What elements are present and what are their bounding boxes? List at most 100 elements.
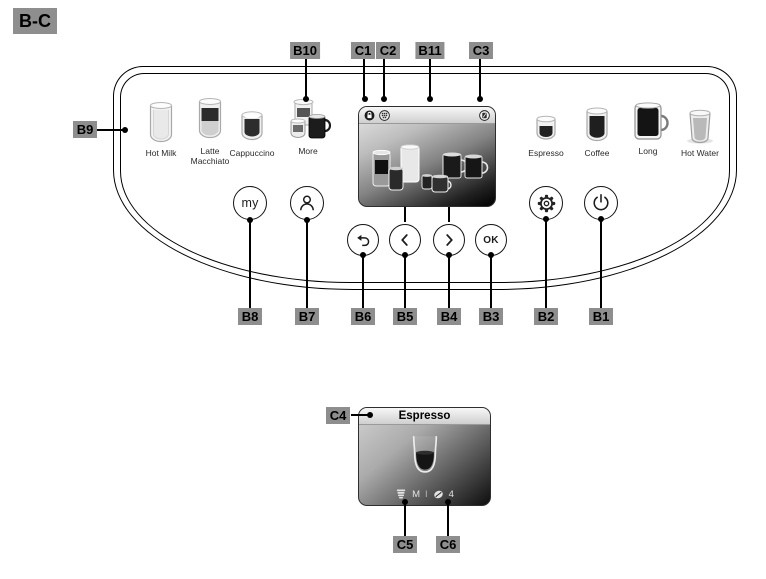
drink-label: Cappuccino (229, 148, 275, 158)
callout-b1: B1 (589, 308, 613, 325)
drink-label: Latte Macchiato (190, 146, 230, 167)
callout-dot-b6 (360, 252, 366, 258)
callout-dot-c5 (402, 499, 408, 505)
drink-hot-water: Hot Water (672, 99, 728, 158)
callout-line-b2 (545, 219, 547, 308)
drink-latte-macchiato: Latte Macchiato (182, 97, 238, 166)
settings-button[interactable] (529, 186, 563, 220)
main-display (358, 106, 496, 207)
lock-icon (364, 110, 375, 121)
callout-b10: B10 (290, 42, 320, 59)
detail-display-header: Espresso (359, 408, 490, 425)
callout-dot-b5 (402, 252, 408, 258)
long-icon (620, 97, 676, 145)
espresso-cup-icon (409, 434, 441, 476)
drink-label: More (298, 146, 318, 156)
callout-dot-b4 (446, 252, 452, 258)
callout-dot-c4 (367, 412, 373, 418)
figure-label: B-C (13, 8, 57, 34)
my-button[interactable]: my (233, 186, 267, 220)
callout-line-b8 (249, 220, 251, 308)
drink-long: Long (620, 97, 676, 156)
callout-line-b5 (404, 255, 406, 308)
callout-c2: C2 (376, 42, 400, 59)
ok-button[interactable]: OK (475, 224, 507, 256)
callout-c1: C1 (351, 42, 375, 59)
chevron-left-icon (395, 230, 415, 250)
callout-dot-b9 (122, 127, 128, 133)
drink-label: Hot Water (681, 148, 719, 158)
callout-line-b11 (429, 58, 431, 98)
separator: I (424, 488, 428, 500)
callout-b11: B11 (415, 42, 445, 59)
coffee-icon (569, 99, 625, 147)
back-icon (353, 230, 374, 251)
callout-b9: B9 (73, 121, 97, 138)
callout-dot-b2 (543, 216, 549, 222)
profile-button[interactable] (290, 186, 324, 220)
callout-b4: B4 (437, 308, 461, 325)
callout-b3: B3 (479, 308, 503, 325)
hot-water-icon (672, 99, 728, 147)
profile-icon (296, 192, 318, 214)
aroma-bean-icon (433, 489, 444, 500)
drink-cappuccino: Cappuccino (224, 99, 280, 158)
power-button[interactable] (584, 186, 618, 220)
callout-line-b10 (305, 58, 307, 98)
callout-dot-c3 (477, 96, 483, 102)
cappuccino-icon (224, 99, 280, 147)
drink-label: Long (638, 146, 658, 156)
ok-button-label: OK (483, 234, 499, 246)
callout-dot-b1 (598, 216, 604, 222)
hot-milk-icon (133, 99, 189, 147)
callout-line-b4 (448, 255, 450, 308)
callout-b2: B2 (534, 308, 558, 325)
screen-link-line (404, 207, 406, 222)
callout-line-c3 (479, 58, 481, 98)
display-status-bar (359, 107, 495, 124)
drink-label: Espresso (528, 148, 564, 158)
detail-display: Espresso M I 4 (358, 407, 491, 506)
detail-status-row: M I 4 (359, 488, 490, 500)
gear-icon (536, 193, 557, 214)
callout-line-b6 (362, 255, 364, 308)
more-drinks-icon (280, 97, 336, 145)
callout-dot-c1 (362, 96, 368, 102)
callout-line-c6 (447, 502, 449, 536)
drink-hot-milk: Hot Milk (133, 99, 189, 158)
previous-button[interactable] (389, 224, 421, 256)
quantity-icon (395, 488, 407, 500)
screen-link-line (448, 207, 450, 222)
callout-line-c1 (363, 58, 365, 98)
callout-line-b1 (600, 219, 602, 308)
water-filter-icon (479, 109, 490, 121)
callout-line-c4 (351, 414, 368, 416)
callout-line-c2 (383, 58, 385, 98)
power-icon (590, 192, 612, 214)
espresso-icon (518, 99, 574, 147)
aroma-value: 4 (448, 488, 454, 500)
callout-line-c5 (404, 502, 406, 536)
drinks-carousel-image (372, 144, 489, 193)
drink-more: More (280, 97, 336, 156)
callout-c3: C3 (469, 42, 493, 59)
callout-c4: C4 (326, 407, 350, 424)
callout-line-b7 (306, 220, 308, 308)
callout-dot-c6 (445, 499, 451, 505)
callout-c5: C5 (393, 536, 417, 553)
callout-b5: B5 (393, 308, 417, 325)
size-value: M (412, 488, 420, 500)
callout-dot-b7 (304, 217, 310, 223)
callout-dot-b11 (427, 96, 433, 102)
callout-b8: B8 (238, 308, 262, 325)
bean-grid-icon (379, 109, 390, 121)
callout-c6: C6 (436, 536, 460, 553)
callout-b7: B7 (295, 308, 319, 325)
drink-label: Hot Milk (145, 148, 177, 158)
drink-coffee: Coffee (569, 99, 625, 158)
callout-line-b9 (97, 129, 124, 131)
callout-dot-b8 (247, 217, 253, 223)
callout-b6: B6 (351, 308, 375, 325)
callout-dot-b3 (488, 252, 494, 258)
